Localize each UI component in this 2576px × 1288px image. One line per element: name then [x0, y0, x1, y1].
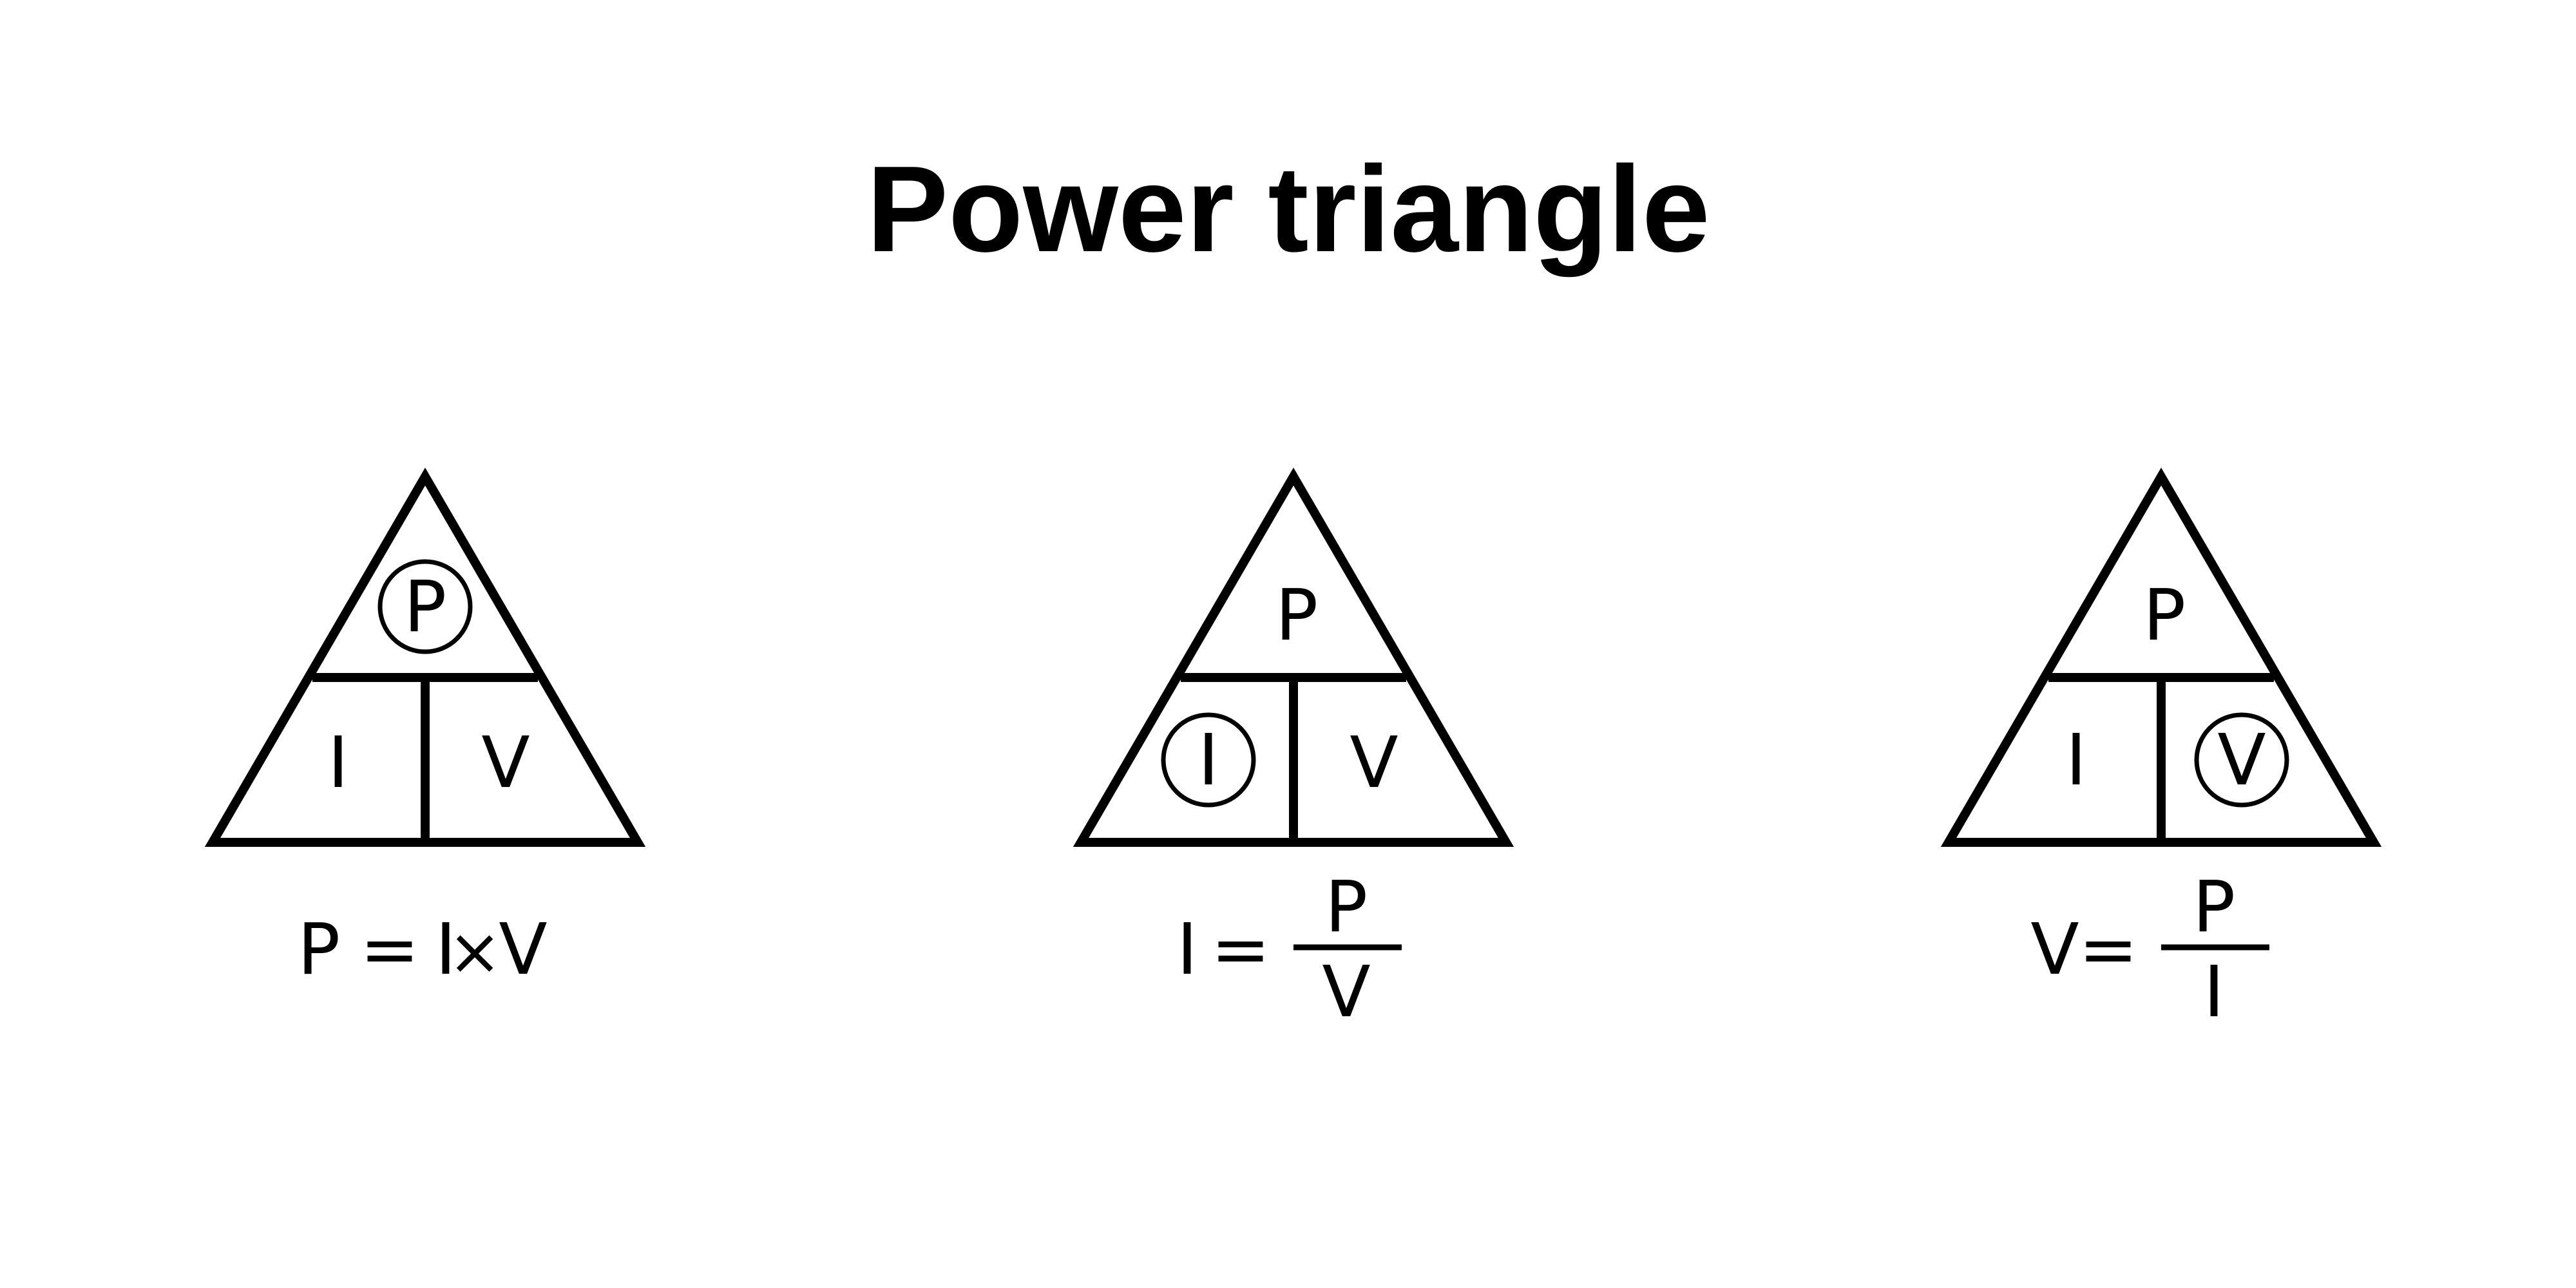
triangle-right-label: V	[1350, 721, 1398, 804]
formula-lhs: P	[298, 908, 340, 990]
formula-operator: ×	[448, 914, 502, 989]
formula-denominator: I	[2204, 951, 2224, 1033]
highlight-circle	[377, 559, 473, 654]
formula-lhs: V	[2030, 908, 2079, 990]
formula-operand-b: V	[499, 908, 547, 990]
triangle-current: P I V I = P V	[1073, 468, 1514, 1033]
formula-operand-a: I	[435, 908, 456, 990]
triangle-product: P I V P = I × V	[204, 468, 646, 990]
triangle-right-label: V	[2217, 719, 2266, 801]
triangle-left-label: I	[2066, 719, 2086, 801]
formula-denominator: V	[1322, 951, 1370, 1033]
formula-numerator: P	[2193, 866, 2235, 948]
triangle-voltage: P I V V = P I	[1940, 468, 2382, 1033]
highlight-circle	[1161, 712, 1256, 808]
triangle-left-label: I	[328, 721, 348, 804]
highlight-circle	[2194, 712, 2289, 808]
triangle-top-label: P	[404, 565, 446, 648]
formula-product: P = I × V	[298, 908, 548, 990]
page-title: Power triangle	[866, 141, 1710, 278]
formula-numerator: P	[1325, 866, 1368, 948]
formula-equals: =	[2079, 908, 2138, 990]
formula-fraction: I = P V	[1177, 866, 1402, 1033]
formula-equals: =	[360, 908, 419, 990]
triangle-top-label: P	[1275, 574, 1318, 656]
triangle-left-label: I	[1198, 719, 1219, 801]
formula-equals: =	[1211, 908, 1270, 990]
triangle-right-label: V	[481, 721, 530, 804]
formula-lhs: I	[1177, 908, 1197, 990]
formula-fraction: V = P I	[2030, 866, 2269, 1033]
triangle-top-label: P	[2143, 574, 2186, 656]
